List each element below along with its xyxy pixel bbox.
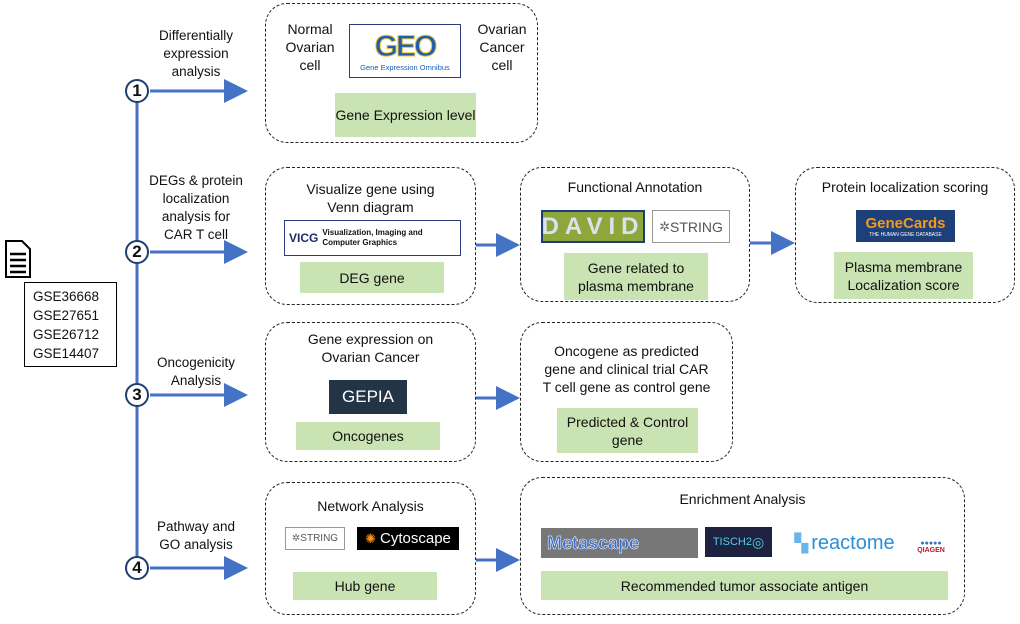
metascape-logo: Metascape bbox=[541, 528, 698, 558]
box-localization-scoring bbox=[795, 167, 1015, 303]
functional-annotation-title: Functional Annotation bbox=[567, 179, 703, 195]
result-predicted-control-gene: Predicted & Control gene bbox=[557, 408, 698, 453]
tisch2-icon: ◎ bbox=[751, 533, 765, 550]
qiagen-logo: ●●●●●QIAGEN bbox=[917, 540, 945, 554]
reactome-icon: ▚ bbox=[794, 533, 809, 553]
tisch2-logo: TISCH2◎ bbox=[705, 527, 772, 557]
box-differential-expression bbox=[265, 3, 538, 143]
step-3-marker: 3 bbox=[125, 383, 149, 407]
box-network-analysis bbox=[265, 482, 476, 615]
string-logo: ✲STRING bbox=[652, 210, 730, 243]
box-functional-annotation bbox=[520, 167, 750, 302]
step-1-marker: 1 bbox=[125, 79, 149, 103]
step-2-marker: 2 bbox=[125, 240, 149, 264]
localization-title: Protein localization scoring bbox=[821, 179, 989, 195]
reactome-logo: ▚reactome bbox=[794, 532, 895, 554]
cytoscape-logo: ✺Cytoscape bbox=[357, 527, 459, 550]
string-star-icon: ✲ bbox=[659, 218, 670, 234]
qiagen-dots-icon: ●●●●● bbox=[920, 540, 942, 547]
network-analysis-title: Network Analysis bbox=[317, 498, 424, 514]
dataset-item: GSE14407 bbox=[33, 346, 100, 361]
result-tumor-associated-antigen: Recommended tumor associate antigen bbox=[541, 571, 948, 600]
document-icon bbox=[5, 240, 31, 278]
result-deg-gene: DEG gene bbox=[300, 262, 444, 293]
result-localization-score: Plasma membrane Localization score bbox=[834, 252, 973, 299]
geo-logo: GEO Gene Expression Omnibus bbox=[349, 24, 461, 78]
dataset-list: GSE36668 GSE27651 GSE26712 GSE14407 bbox=[24, 282, 117, 367]
vicg-logo: VICG Visualization, Imaging and Computer… bbox=[284, 220, 461, 256]
box-enrichment-analysis bbox=[520, 477, 965, 615]
dataset-item: GSE27651 bbox=[33, 308, 100, 323]
result-oncogenes: Oncogenes bbox=[296, 422, 440, 450]
result-plasma-membrane-genes: Gene related to plasma membrane bbox=[564, 253, 708, 300]
dataset-item: GSE36668 bbox=[33, 289, 100, 304]
dataset-item: GSE26712 bbox=[33, 327, 100, 342]
result-hub-gene: Hub gene bbox=[293, 572, 437, 600]
box-predicted-control bbox=[520, 322, 733, 462]
string-logo: ✲STRING bbox=[285, 527, 345, 550]
enrichment-title: Enrichment Analysis bbox=[679, 491, 806, 507]
result-gene-expression-level: Gene Expression level bbox=[335, 93, 476, 137]
david-logo: DAVID bbox=[541, 210, 645, 243]
box-oncogenicity bbox=[265, 322, 476, 462]
gepia-logo: GEPIA bbox=[329, 380, 407, 414]
box-venn bbox=[265, 167, 476, 305]
cytoscape-icon: ✺ bbox=[365, 530, 377, 546]
step-4-marker: 4 bbox=[125, 556, 149, 580]
string-star-icon: ✲ bbox=[291, 533, 301, 544]
